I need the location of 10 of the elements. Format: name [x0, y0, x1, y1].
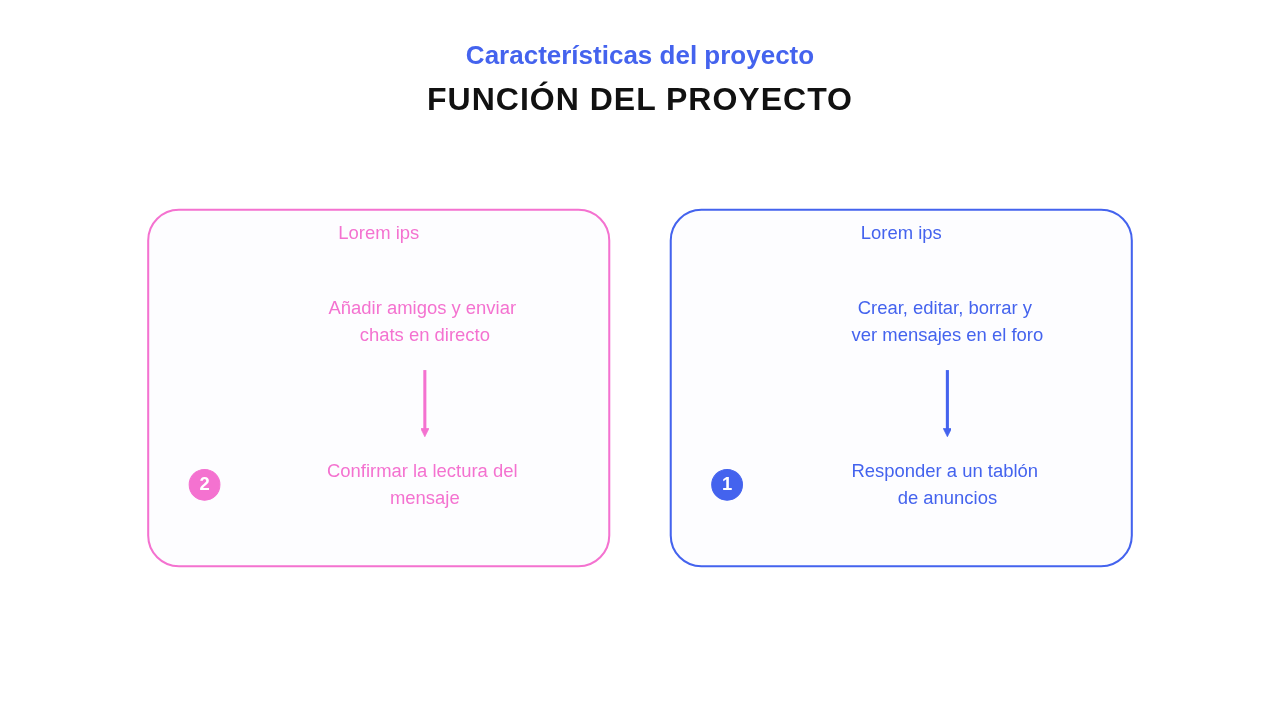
arrow	[420, 370, 430, 438]
node-text: Crear, editar, borrar y ver mensajes en el foro	[851, 297, 1044, 346]
diagram-title: FUNCIÓN DEL PROYECTO	[427, 81, 853, 118]
node-text: Responder a un tablón de anuncios	[851, 460, 1039, 509]
subtitle: Características del proyecto	[465, 40, 815, 71]
node-text: Confirmar la lectura del mensaje	[326, 460, 518, 509]
arrow	[942, 370, 952, 438]
node-circle: 2	[188, 468, 221, 501]
node-text: Añadir amigos y enviar chats en directo	[328, 297, 517, 346]
node-circle: 1	[711, 468, 743, 501]
